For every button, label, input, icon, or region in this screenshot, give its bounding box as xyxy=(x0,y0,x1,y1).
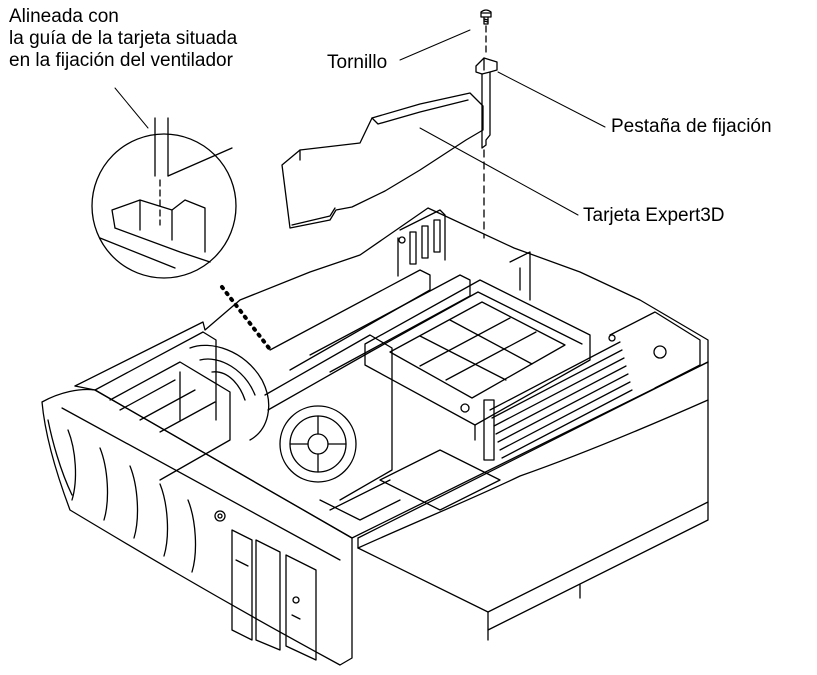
power-button xyxy=(214,510,226,522)
leader-lines xyxy=(114,29,606,216)
screw xyxy=(480,9,492,53)
alignment-leader xyxy=(114,87,149,129)
fan-2 xyxy=(279,405,357,483)
detail-circle xyxy=(91,117,274,354)
card-leader xyxy=(419,127,579,216)
fan-1 xyxy=(189,344,270,441)
screw-label: Tornillo xyxy=(327,52,388,73)
alignment-callout-line-1: Alineada con xyxy=(9,6,119,27)
cpu-module xyxy=(364,279,591,441)
card-bracket xyxy=(475,57,498,149)
tab-leader xyxy=(497,71,606,128)
front-bezel xyxy=(41,388,353,666)
screw-leader xyxy=(399,29,471,61)
bracket-tab-label: Pestaña de fijación xyxy=(611,116,772,137)
expert3d-card xyxy=(281,57,498,239)
drive-bay-2 xyxy=(255,539,281,651)
alignment-callout-line-2: la guía de la tarjeta situada xyxy=(9,28,238,49)
alignment-callout-line-3: en la fijación del ventilador xyxy=(9,50,233,71)
floppy-bay xyxy=(231,529,253,641)
cdrom-bay xyxy=(285,554,317,661)
alignment-callout-label: Alineada con la guía de la tarjeta situa… xyxy=(9,6,237,72)
card-label: Tarjeta Expert3D xyxy=(583,205,725,226)
memory-modules xyxy=(483,341,633,461)
workstation-chassis xyxy=(41,207,709,666)
